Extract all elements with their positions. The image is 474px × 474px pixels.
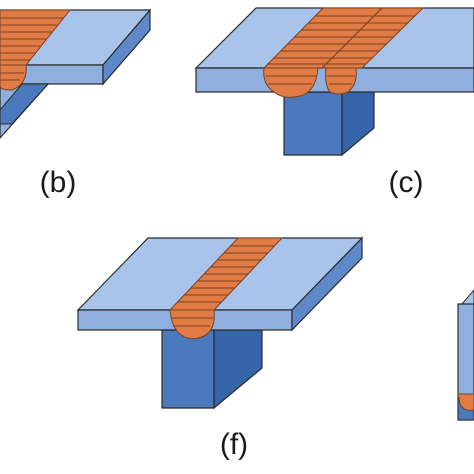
joint-c [194,7,474,157]
joint-f [76,236,364,410]
label-f: (f) [220,428,248,461]
joint-f-plate-side [291,236,363,332]
joint-partial-right [457,289,474,421]
joint-b-weld-nugget [0,64,27,91]
joint-b-lower-plate-dark [0,83,50,125]
joint-f-stem-front [161,329,215,409]
joint-c-weld-nugget-right [325,67,357,95]
joint-partial-front [457,303,474,421]
label-c: (c) [389,166,424,199]
joint-c-stem-front [283,91,343,156]
joint-f-weld-nugget [169,309,215,340]
joint-b-plate-side [102,8,151,86]
joint-c-weld-nugget-left [263,67,319,98]
joint-f-weld-ripples [177,245,275,303]
label-b: (b) [40,166,77,199]
joint-c-weld-ripples [267,15,414,65]
joint-b-weld-ripples [0,17,63,61]
joint-b [0,8,152,139]
joint-partial-top [460,289,474,305]
